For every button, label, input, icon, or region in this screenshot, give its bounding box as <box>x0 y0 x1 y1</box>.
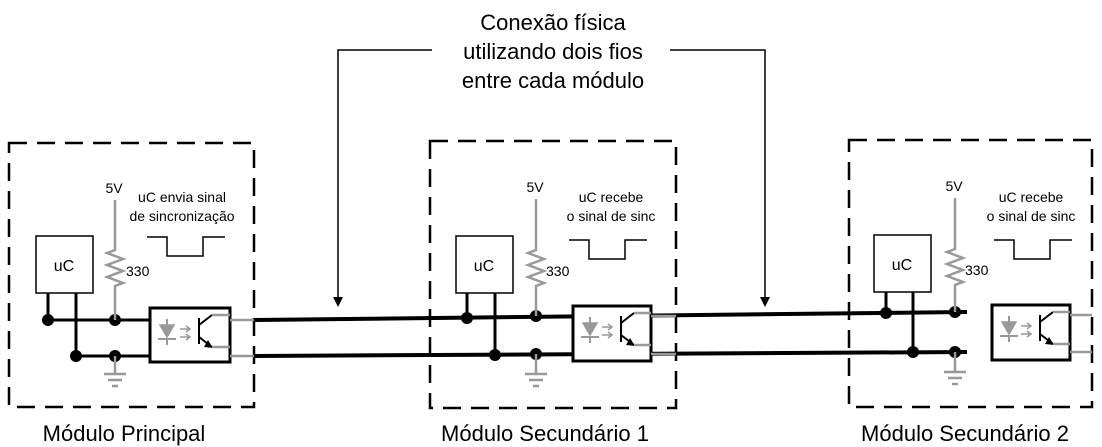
module-box-principal <box>7 141 256 409</box>
optocoupler <box>148 306 232 364</box>
annotation-line-1: Conexão física <box>480 10 626 35</box>
module-secundario-1: uC 5V 330 uC recebe o sinal de sinc Módu… <box>441 179 676 446</box>
optocoupler <box>990 303 1072 362</box>
junction-dot <box>489 349 501 361</box>
vcc-label: 5V <box>105 180 123 196</box>
annotation-arrow-right <box>670 49 770 307</box>
signal-text-line-2: o sinal de sinc <box>987 208 1076 224</box>
annotation-line-2: utilizando dois fios <box>463 39 643 64</box>
module-title: Módulo Secundário 1 <box>441 421 649 446</box>
pulse-waveform <box>994 239 1072 260</box>
ground-icon <box>525 354 547 388</box>
connection-annotation: Conexão física utilizando dois fios entr… <box>333 10 770 307</box>
resistor-label: 330 <box>965 262 989 278</box>
pulse-waveform <box>569 239 647 260</box>
junction-dot <box>461 312 473 324</box>
resistor <box>943 198 967 312</box>
uc-chip <box>455 235 514 294</box>
uc-label: uC <box>474 258 494 275</box>
resistor <box>524 199 548 316</box>
module-title: Módulo Principal <box>43 421 206 446</box>
junction-dot <box>70 350 82 362</box>
vcc-label: 5V <box>526 179 544 195</box>
annotation-arrow-left <box>333 49 432 307</box>
junction-dot <box>880 307 892 319</box>
resistor <box>103 200 127 320</box>
uc-label: uC <box>892 257 912 274</box>
ground-icon <box>104 356 126 388</box>
module-box-secundario-1 <box>428 139 678 410</box>
module-principal: uC 5V 330 uC envia sinal de sincronizaçã… <box>35 180 254 446</box>
vcc-label: 5V <box>945 178 963 194</box>
optocoupler <box>571 304 653 363</box>
module-secundario-2: uC 5V 330 uC recebe o sinal de sinc Módu… <box>861 178 1092 446</box>
junction-dot <box>42 314 54 326</box>
signal-text-line-1: uC recebe <box>999 189 1064 205</box>
ground-icon <box>944 352 966 386</box>
signal-text-line-1: uC envia sinal <box>138 189 226 205</box>
uc-label: uC <box>54 258 74 275</box>
signal-text-line-2: de sincronização <box>129 208 234 224</box>
pulse-waveform <box>147 236 225 257</box>
signal-text-line-2: o sinal de sinc <box>567 208 656 224</box>
resistor-label: 330 <box>126 263 150 279</box>
junction-dot <box>907 346 919 358</box>
resistor-label: 330 <box>546 263 570 279</box>
signal-text-line-1: uC recebe <box>579 189 644 205</box>
annotation-line-3: entre cada módulo <box>462 68 644 93</box>
module-title: Módulo Secundário 2 <box>861 421 1069 446</box>
uc-chip <box>35 235 94 294</box>
module-box-secundario-2 <box>847 138 1094 409</box>
uc-chip <box>873 234 932 293</box>
